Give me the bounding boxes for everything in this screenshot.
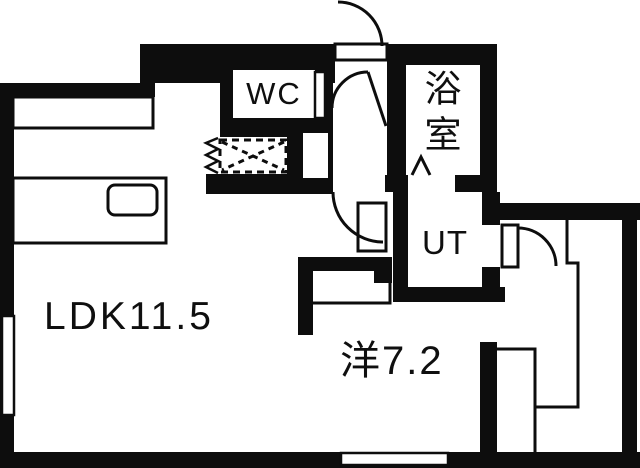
- kitchen-sink: [106, 183, 159, 217]
- room-label-wc: WC: [246, 76, 302, 111]
- room-openings: [206, 44, 500, 287]
- western-alcove-line-right: [535, 218, 580, 409]
- wc-door-arc: [330, 70, 369, 109]
- wall-divider-horizontal: [298, 257, 392, 271]
- hall-door-opening: [333, 178, 385, 192]
- kitchen-counter-upper: [11, 95, 155, 130]
- washing-machine-zigzag: [202, 136, 221, 175]
- fixtures: [0, 42, 520, 467]
- ut-door-leaf: [500, 223, 520, 269]
- wall-stub-western: [480, 342, 497, 452]
- niche-floor: [303, 133, 328, 178]
- washing-machine-area: [202, 136, 288, 175]
- wall-ut-left: [393, 175, 408, 302]
- entrance-door-arc: [337, 0, 384, 47]
- wall-bottom: [0, 452, 640, 468]
- window-bottom: [339, 451, 450, 467]
- wall-bath-left: [387, 44, 406, 192]
- washing-machine-cross-2: [221, 140, 285, 172]
- window-left: [0, 314, 16, 417]
- ldk-counter-line: [313, 283, 392, 305]
- room-label-ut: UT: [422, 224, 468, 261]
- room-label-western: 洋7.2: [340, 339, 444, 383]
- wall-right: [622, 203, 637, 468]
- ut-door-arc: [517, 226, 558, 267]
- wc-door-leaf-line: [366, 71, 388, 127]
- wc-room-floor: [233, 70, 315, 118]
- wall-divider-step: [374, 270, 392, 283]
- bath-room-floor: [406, 65, 480, 175]
- wall-bath-right: [480, 44, 497, 220]
- ut-room-floor: [408, 192, 482, 287]
- hall-cabinet: [356, 201, 388, 253]
- hall-door-arc: [331, 191, 384, 244]
- wc-door-sill: [313, 70, 327, 120]
- washing-area-floor: [206, 137, 287, 174]
- ut-door-opening: [482, 225, 500, 267]
- bath-door-opening: [408, 175, 455, 192]
- western-alcove-line-left: [497, 347, 537, 452]
- door-swings: [313, 0, 580, 452]
- wall-divider-vertical: [298, 257, 313, 335]
- washing-machine-dashed-box: [218, 138, 288, 174]
- bath-folding-door: [410, 153, 432, 176]
- wall-top-right-horizontal: [480, 203, 640, 220]
- room-label-ldk: LDK11.5: [44, 295, 214, 338]
- entrance-door-leaf: [333, 42, 389, 62]
- wall-ut-bottom: [393, 287, 505, 302]
- room-label-bath: 浴室: [419, 69, 460, 161]
- wall-ldk-top: [0, 83, 155, 97]
